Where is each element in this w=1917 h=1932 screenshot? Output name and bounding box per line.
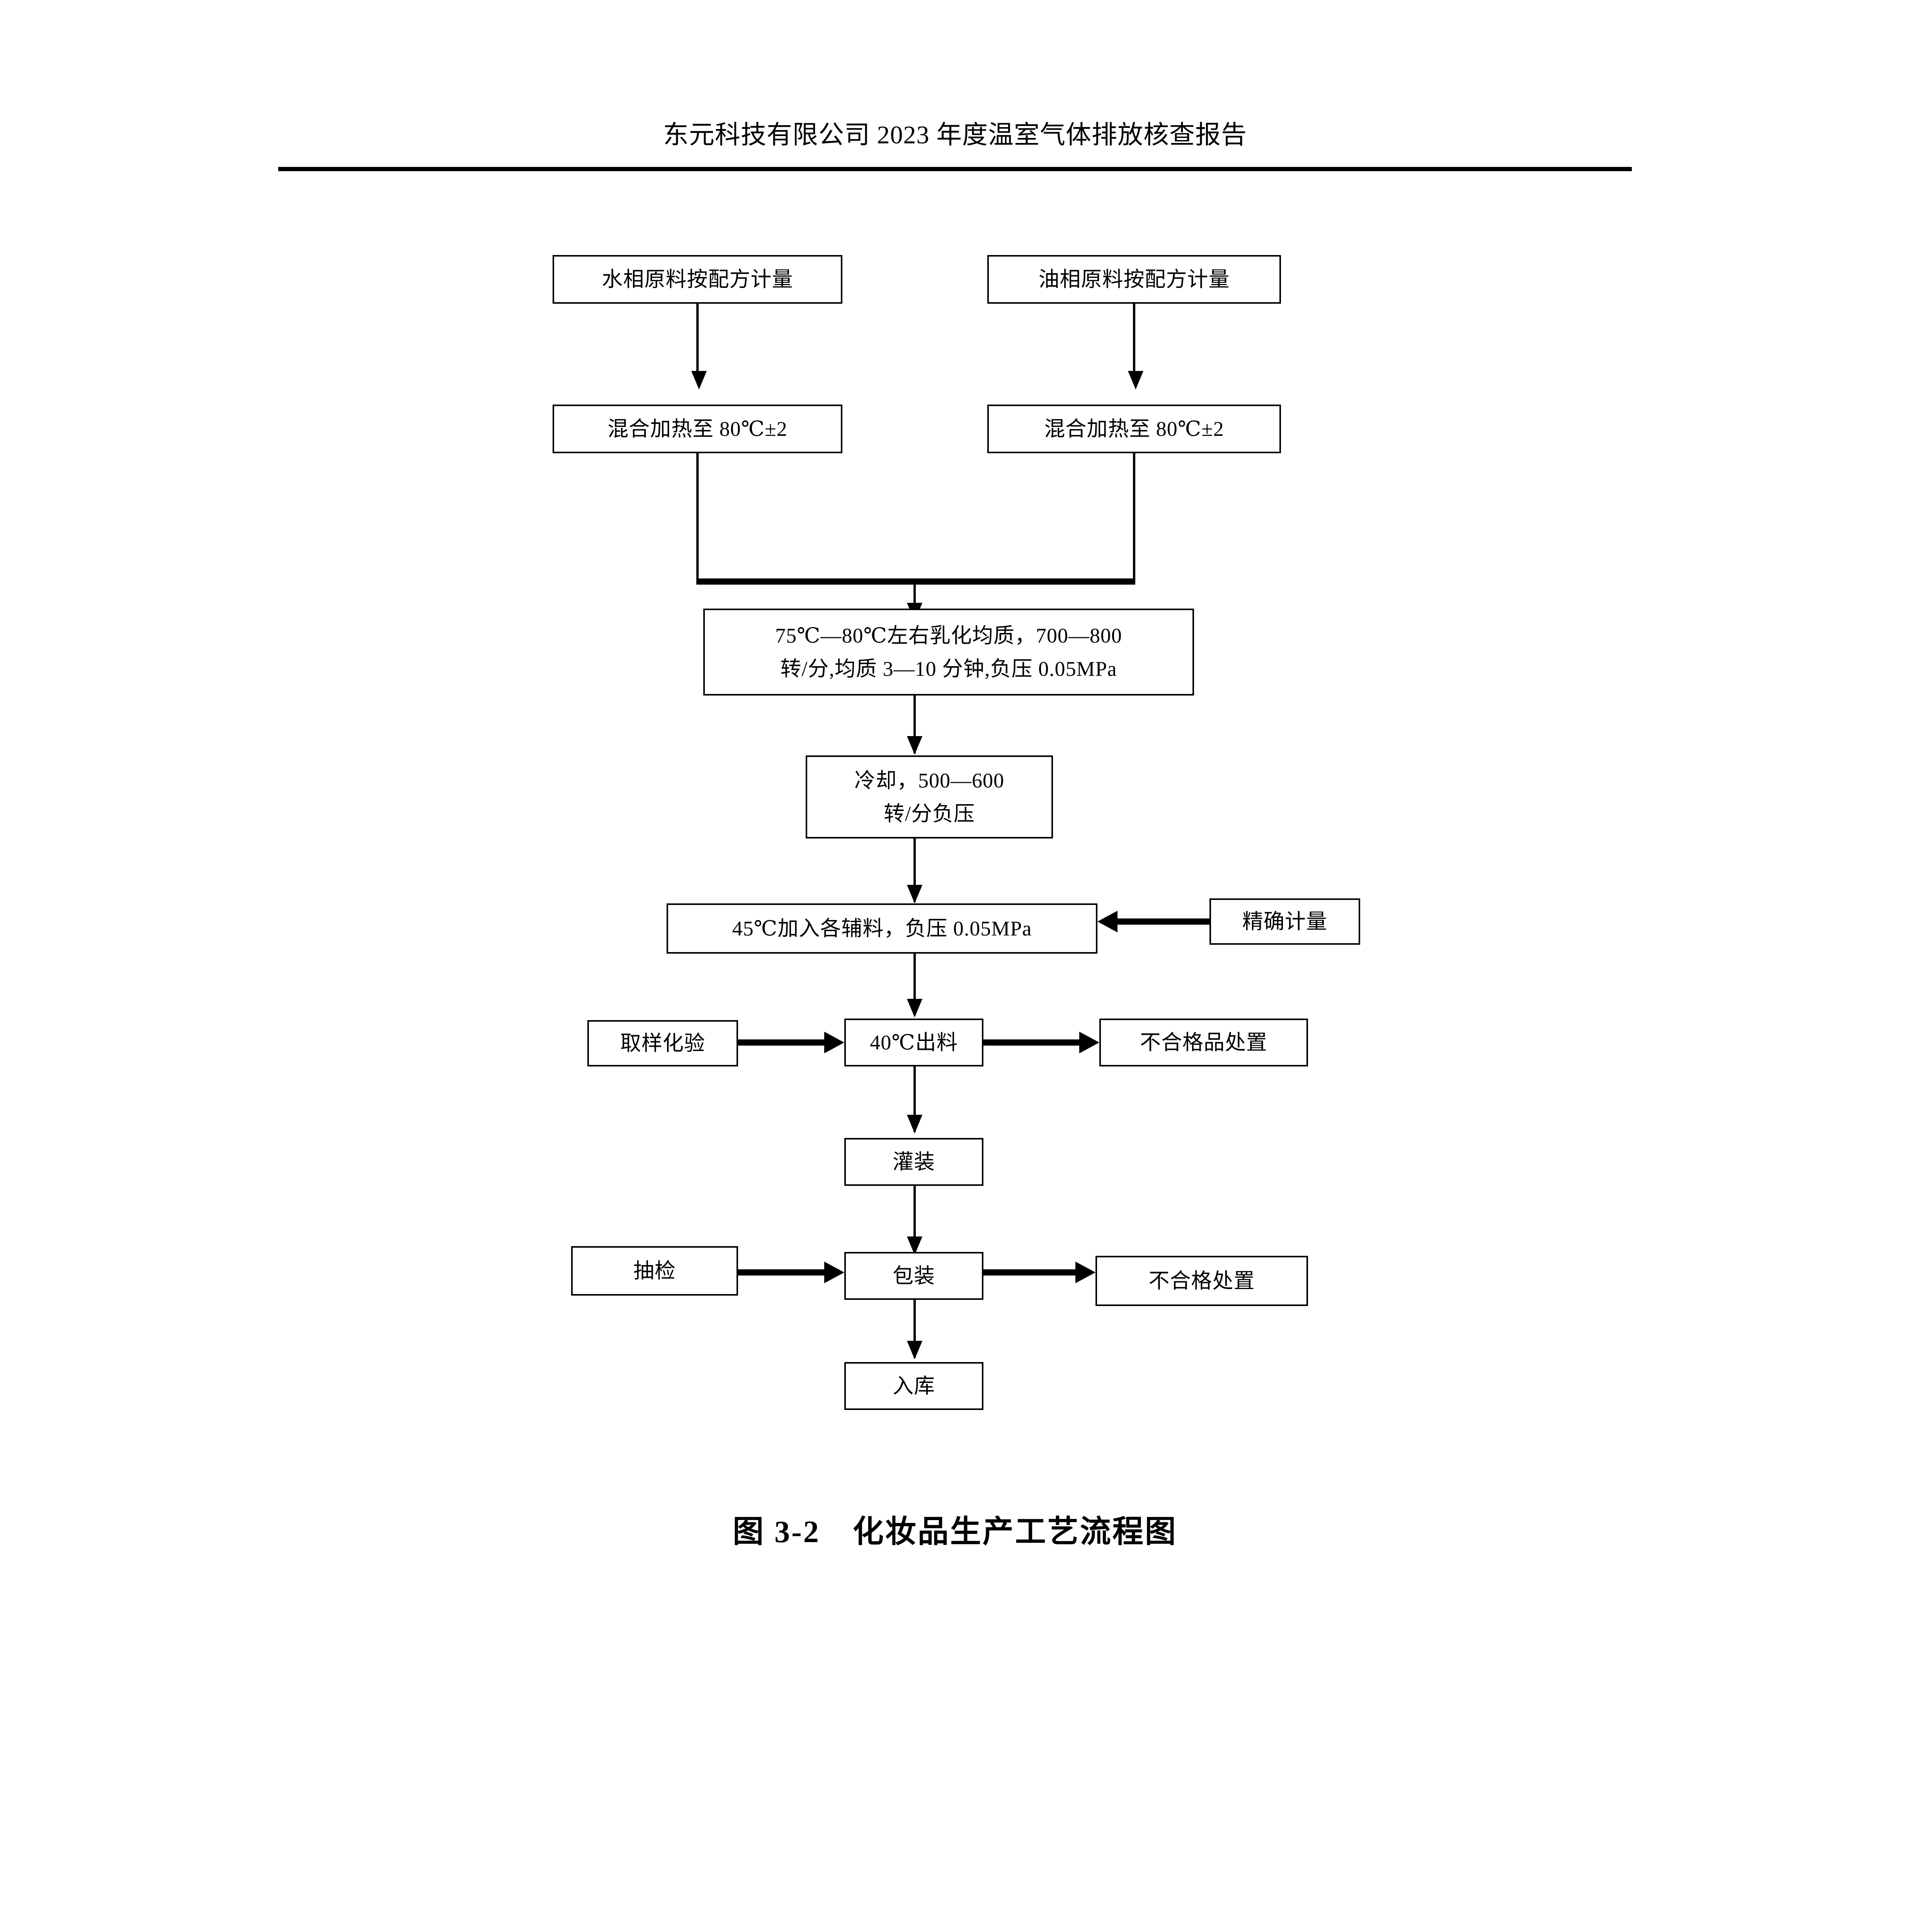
- flow-node-water-phase[interactable]: 水相原料按配方计量: [553, 255, 842, 304]
- flow-node-reject-product[interactable]: 不合格品处置: [1099, 1019, 1308, 1066]
- connector-packaging-to-disposal: [983, 1269, 1075, 1276]
- flow-node-cooling[interactable]: 冷却，500—600 转/分负压: [806, 755, 1053, 838]
- connector-heat-oil-drop: [1133, 453, 1135, 581]
- connector-merge-bar: [696, 578, 1135, 585]
- connector-water-phase-to-heat: [696, 304, 699, 380]
- connector-excipients-to-discharge: [913, 954, 916, 1015]
- connector-emulsify-to-cooling: [913, 696, 916, 753]
- arrowhead-discharge-to-reject: [1079, 1032, 1099, 1053]
- arrowhead-oil-phase-to-heat: [1128, 371, 1143, 389]
- connector-cooling-to-excipients: [913, 838, 916, 902]
- flow-node-packaging[interactable]: 包装: [844, 1252, 983, 1300]
- flow-node-sampling-test[interactable]: 取样化验: [587, 1020, 738, 1066]
- flow-node-filling[interactable]: 灌装: [844, 1138, 983, 1186]
- connector-heat-water-drop: [696, 453, 699, 581]
- arrowhead-packaging-to-warehousing: [907, 1341, 922, 1359]
- arrowhead-metering-to-excipients: [1097, 911, 1118, 932]
- connector-oil-phase-to-heat: [1133, 304, 1135, 380]
- flow-node-discharge[interactable]: 40℃出料: [844, 1019, 983, 1066]
- connector-filling-to-packaging: [913, 1186, 916, 1253]
- connector-packaging-to-warehousing: [913, 1300, 916, 1358]
- arrowhead-discharge-to-filling: [907, 1115, 922, 1133]
- header-rule: [278, 167, 1632, 171]
- connector-metering-to-excipients: [1118, 918, 1209, 925]
- connector-discharge-to-filling: [913, 1066, 916, 1132]
- arrowhead-spotcheck-to-packaging: [824, 1262, 844, 1283]
- arrowhead-packaging-to-disposal: [1075, 1262, 1095, 1283]
- connector-sampling-to-discharge: [738, 1039, 824, 1046]
- flow-node-warehousing[interactable]: 入库: [844, 1362, 983, 1410]
- flow-node-oil-phase[interactable]: 油相原料按配方计量: [987, 255, 1281, 304]
- connector-spotcheck-to-packaging: [738, 1269, 824, 1276]
- figure-caption: 图 3-2 化妆品生产工艺流程图: [733, 1515, 1177, 1549]
- flow-node-precise-metering[interactable]: 精确计量: [1209, 898, 1360, 945]
- flow-node-emulsify[interactable]: 75℃—80℃左右乳化均质，700—800 转/分,均质 3—10 分钟,负压 …: [703, 609, 1194, 696]
- arrowhead-cooling-to-excipients: [907, 885, 922, 903]
- flow-node-add-excipients[interactable]: 45℃加入各辅料，负压 0.05MPa: [667, 903, 1097, 954]
- arrowhead-water-phase-to-heat: [691, 371, 707, 389]
- arrowhead-excipients-to-discharge: [907, 999, 922, 1017]
- connector-discharge-to-reject: [983, 1039, 1079, 1046]
- page-header: 东元科技有限公司 2023 年度温室气体排放核查报告: [278, 116, 1632, 170]
- flow-node-heat-water[interactable]: 混合加热至 80℃±2: [553, 405, 842, 453]
- flow-node-heat-oil[interactable]: 混合加热至 80℃±2: [987, 405, 1281, 453]
- flow-node-spot-check[interactable]: 抽检: [571, 1246, 738, 1296]
- arrowhead-emulsify-to-cooling: [907, 736, 922, 755]
- header-title: 东元科技有限公司 2023 年度温室气体排放核查报告: [663, 121, 1247, 149]
- flow-node-reject-disposal[interactable]: 不合格处置: [1095, 1256, 1308, 1306]
- arrowhead-sampling-to-discharge: [824, 1032, 844, 1053]
- process-flowchart: 水相原料按配方计量 油相原料按配方计量 混合加热至 80℃±2 混合加热至 80…: [553, 255, 1360, 1410]
